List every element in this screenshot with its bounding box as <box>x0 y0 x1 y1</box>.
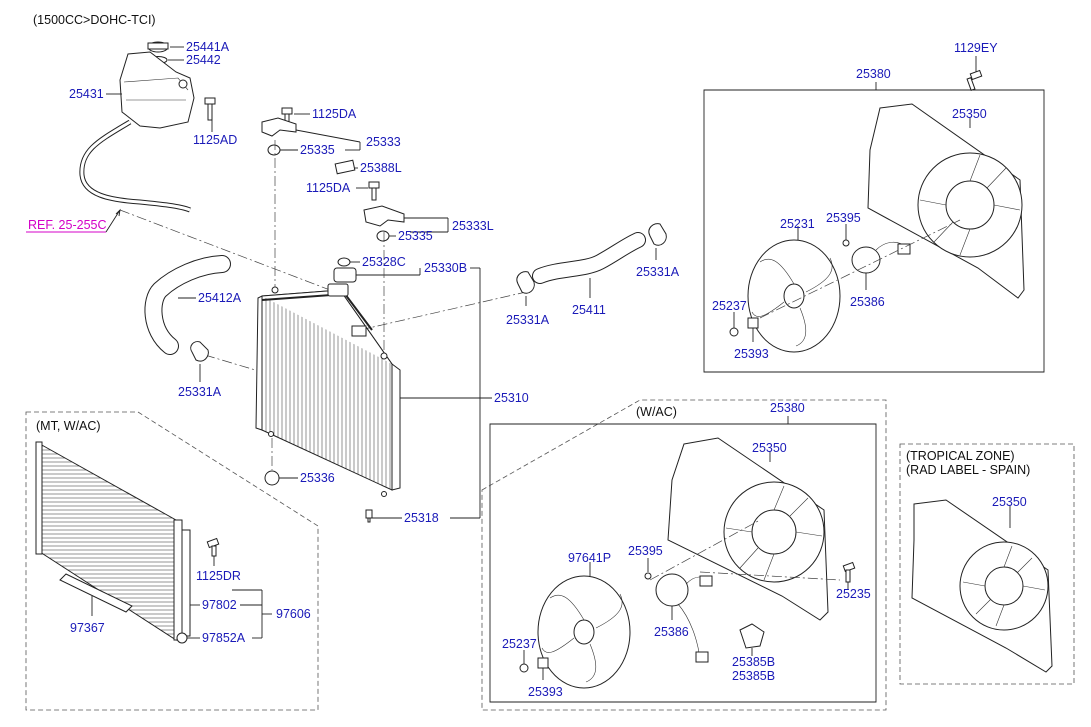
box-fan-assembly-wac <box>489 423 877 703</box>
label-97606: 97606 <box>276 607 311 621</box>
label-1125AD: 1125AD <box>193 133 237 147</box>
label-25310: 25310 <box>494 391 529 405</box>
nut-25395-wac <box>644 572 652 580</box>
shroud-25350-wac <box>667 437 829 621</box>
motor-25386-wac <box>655 573 713 663</box>
seal-97367 <box>59 573 133 613</box>
reference-link[interactable]: REF. 25-255C <box>28 218 107 232</box>
fan-25231 <box>747 239 841 353</box>
label-25335-upper: 25335 <box>300 143 335 157</box>
label-97852A: 97852A <box>202 631 246 645</box>
label-25333L: 25333L <box>452 219 494 233</box>
label-25386-top: 25386 <box>850 295 885 309</box>
label-25412A: 25412A <box>198 291 242 305</box>
bracket-25333L <box>363 205 405 227</box>
group-tropical-label-2: (RAD LABEL - SPAIN) <box>906 463 1030 477</box>
label-1125DA-upper: 1125DA <box>312 107 357 121</box>
label-25331A-middle: 25331A <box>506 313 550 327</box>
clamp-25331A-left <box>190 341 209 362</box>
label-25237-top: 25237 <box>712 299 747 313</box>
label-97641P: 97641P <box>568 551 611 565</box>
label-25350-top: 25350 <box>952 107 987 121</box>
bracket-25333 <box>261 117 297 137</box>
label-25350-wac: 25350 <box>752 441 787 455</box>
seal-25328C <box>337 257 351 267</box>
group-mt-wac <box>25 411 319 711</box>
bolt-1125DR <box>206 537 220 557</box>
radiator-25310 <box>255 283 401 497</box>
label-1125DA-lower: 1125DA <box>306 181 351 195</box>
label-25395-top: 25395 <box>826 211 861 225</box>
label-97802: 97802 <box>202 598 237 612</box>
label-1125DR: 1125DR <box>196 569 241 583</box>
cap-25330B <box>333 267 357 283</box>
bolt-97852A <box>176 632 188 644</box>
label-25380-wac: 25380 <box>770 401 805 415</box>
bolt-1125AD <box>204 97 216 121</box>
fan-97641P <box>537 575 631 689</box>
group-wac <box>481 399 887 711</box>
label-25411: 25411 <box>572 303 606 317</box>
label-25331A-left: 25331A <box>178 385 222 399</box>
insulator-25335-lower <box>376 230 390 242</box>
overflow-hose <box>79 119 191 213</box>
shroud-25350-tropical <box>911 499 1053 673</box>
shroud-25350-top <box>867 103 1025 299</box>
lower-hose-25412A <box>144 255 231 355</box>
label-25380-top: 25380 <box>856 67 891 81</box>
label-25386-wac: 25386 <box>654 625 689 639</box>
engine-header: (1500CC>DOHC-TCI) <box>33 13 156 27</box>
label-25385B-b: 25385B <box>732 669 775 683</box>
drain-plug-25318 <box>365 509 373 523</box>
nut-25237-top <box>729 327 739 337</box>
group-wac-label: (W/AC) <box>636 405 677 419</box>
label-25330B: 25330B <box>424 261 467 275</box>
group-tropical <box>899 443 1075 685</box>
label-25393-top: 25393 <box>734 347 769 361</box>
label-25235: 25235 <box>836 587 871 601</box>
upper-hose-25411 <box>532 232 646 284</box>
clamp-25331A-right <box>648 223 667 246</box>
clip-25393-wac <box>537 657 549 669</box>
insulator-25336 <box>264 470 280 486</box>
label-25431: 25431 <box>69 87 104 101</box>
group-mt-wac-label: (MT, W/AC) <box>36 419 101 433</box>
bolt-1125DA-lower <box>368 181 380 201</box>
label-97367: 97367 <box>70 621 105 635</box>
label-25333: 25333 <box>366 135 401 149</box>
condenser <box>35 441 191 641</box>
clip-25393-top <box>747 317 759 329</box>
nut-25395-top <box>842 239 850 247</box>
label-25385B-a: 25385B <box>732 655 775 669</box>
label-25441A: 25441A <box>186 40 230 54</box>
label-25336: 25336 <box>300 471 335 485</box>
label-25393-wac: 25393 <box>528 685 563 699</box>
label-25237-wac: 25237 <box>502 637 537 651</box>
label-25328C: 25328C <box>362 255 406 269</box>
label-25318: 25318 <box>404 511 439 525</box>
label-25231: 25231 <box>780 217 815 231</box>
nut-25237-wac <box>519 663 529 673</box>
clamp-25331A-middle <box>516 271 535 294</box>
label-25442: 25442 <box>186 53 221 67</box>
bolt-25235 <box>842 561 856 583</box>
group-tropical-label-1: (TROPICAL ZONE) <box>906 449 1015 463</box>
label-25331A-right: 25331A <box>636 265 680 279</box>
label-25350-tropical: 25350 <box>992 495 1027 509</box>
label-1129EY: 1129EY <box>954 41 998 55</box>
insulator-25335-upper <box>267 144 281 156</box>
label-plate-25388L <box>334 159 356 175</box>
label-25388L: 25388L <box>360 161 402 175</box>
resistor-25385B <box>739 623 765 649</box>
box-fan-assembly-top <box>703 89 1045 373</box>
reservoir-tank <box>119 41 195 129</box>
bolt-1129EY <box>966 69 983 91</box>
label-25395-wac: 25395 <box>628 544 663 558</box>
label-25335-lower: 25335 <box>398 229 433 243</box>
